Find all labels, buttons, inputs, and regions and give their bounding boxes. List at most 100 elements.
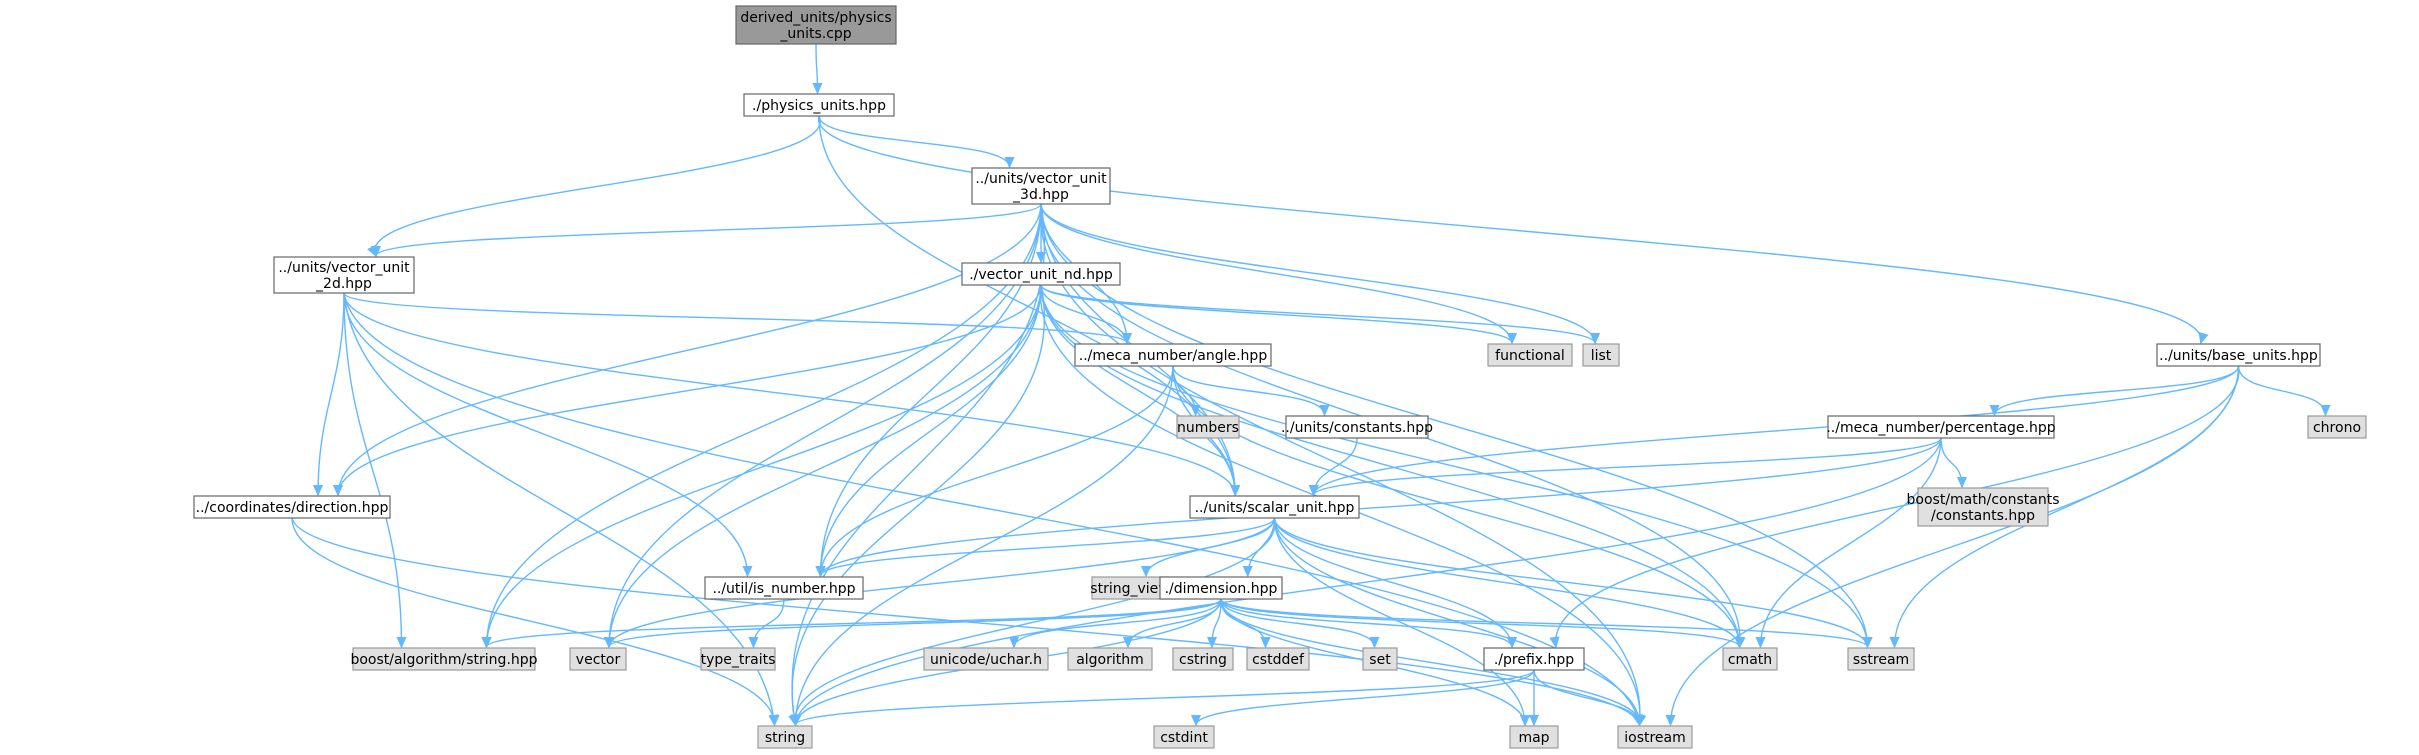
- node-label: ../util/is_number.hpp: [712, 581, 855, 597]
- node-type-traits: type_traits: [700, 647, 776, 671]
- node-is-number[interactable]: ../util/is_number.hpp: [704, 576, 864, 600]
- node-box: [2307, 415, 2367, 439]
- node-cstring: cstring: [1172, 647, 1234, 671]
- edge-vu2d-to-is-number: [343, 292, 748, 576]
- node-functional: functional: [1487, 343, 1573, 367]
- edge-vu2d-to-direction: [318, 292, 345, 495]
- node-label: map: [1518, 730, 1549, 746]
- edge-vu3d-to-direction: [338, 203, 1042, 495]
- edge-angle-to-string: [796, 365, 1174, 725]
- edge-prefix-to-iostream: [1533, 669, 1640, 725]
- node-vu3d[interactable]: ../units/vector_unit_3d.hpp: [971, 167, 1111, 205]
- edge-percentage-to-boostconst: [1940, 437, 1962, 487]
- node-box: [1487, 343, 1573, 367]
- node-label: ../units/base_units.hpp: [2159, 348, 2318, 364]
- node-box: [700, 647, 776, 671]
- node-iostream: iostream: [1617, 725, 1693, 749]
- edge-angle-to-is-number: [821, 365, 1174, 576]
- node-box: [1582, 343, 1620, 367]
- edge-vu2d-to-angle: [343, 292, 1127, 343]
- edge-vund-to-scalar: [1040, 284, 1235, 495]
- node-percentage[interactable]: ../meca_number/percentage.hpp: [1826, 415, 2056, 439]
- node-label: type_traits: [701, 652, 776, 668]
- node-cstdint: cstdint: [1153, 725, 1215, 749]
- edge-dimension-to-sstream: [1220, 598, 1868, 647]
- edge-layer: [291, 43, 2326, 725]
- node-boostalgo: boost/algorithm/string.hpp: [350, 647, 538, 671]
- edge-prefix-to-string: [796, 669, 1535, 725]
- edge-vund-to-boostalgo: [487, 284, 1042, 647]
- node-label: cmath: [1728, 652, 1772, 668]
- node-box: [1483, 647, 1585, 671]
- node-base-units[interactable]: ../units/base_units.hpp: [2156, 343, 2321, 367]
- node-box: [1176, 415, 1240, 439]
- edge-dimension-to-iostream: [1220, 598, 1640, 725]
- edge-dimension-to-vector: [609, 598, 1222, 647]
- node-box: [1362, 647, 1398, 671]
- node-label: derived_units/physics: [740, 10, 891, 26]
- node-label: ../units/constants.hpp: [1281, 420, 1433, 436]
- node-label: chrono: [2313, 420, 2361, 436]
- node-angle[interactable]: ../meca_number/angle.hpp: [1074, 343, 1272, 367]
- node-label: functional: [1495, 348, 1565, 364]
- node-box: [1509, 725, 1559, 749]
- edge-dimension-to-set: [1220, 598, 1375, 647]
- node-label: ./physics_units.hpp: [752, 98, 886, 114]
- node-box: [1917, 487, 2049, 527]
- edge-scalar-to-cmath: [1273, 517, 1740, 647]
- node-label: _2d.hpp: [315, 276, 372, 292]
- node-physics-units[interactable]: ./physics_units.hpp: [743, 93, 895, 117]
- edge-base-units-to-chrono: [2237, 365, 2326, 415]
- node-direction[interactable]: ../coordinates/direction.hpp: [193, 495, 391, 519]
- node-label: ./prefix.hpp: [1494, 652, 1574, 668]
- node-label: boost/algorithm/string.hpp: [350, 652, 537, 668]
- node-vund[interactable]: ./vector_unit_nd.hpp: [961, 262, 1121, 286]
- node-uchar: unicode/uchar.h: [923, 647, 1049, 671]
- node-box: [743, 93, 895, 117]
- edge-vu2d-to-scalar: [343, 292, 1235, 495]
- edge-scalar-to-vector: [609, 517, 1276, 647]
- node-vu2d[interactable]: ../units/vector_unit_2d.hpp: [273, 256, 415, 294]
- node-label: ../meca_number/angle.hpp: [1079, 348, 1268, 364]
- node-box: [1285, 415, 1429, 439]
- node-root[interactable]: derived_units/physics_units.cpp: [735, 5, 897, 45]
- edge-scalar-to-sstream: [1273, 517, 1868, 647]
- node-label: /constants.hpp: [1931, 508, 2035, 524]
- node-box: [273, 256, 415, 294]
- node-box: [1617, 725, 1693, 749]
- node-label: ../coordinates/direction.hpp: [196, 500, 389, 516]
- node-label: cstdint: [1160, 730, 1208, 746]
- edge-percentage-to-string: [796, 437, 1942, 725]
- node-scalar[interactable]: ../units/scalar_unit.hpp: [1189, 495, 1360, 519]
- node-label: ../units/vector_unit: [975, 171, 1107, 187]
- node-string: string: [757, 725, 813, 749]
- node-numbers: numbers: [1176, 415, 1240, 439]
- node-box: [1827, 415, 2055, 439]
- node-label: cstring: [1179, 652, 1227, 668]
- node-label: sstream: [1853, 652, 1909, 668]
- node-label: string: [765, 730, 805, 746]
- edge-vund-to-direction: [338, 284, 1042, 495]
- node-constants[interactable]: ../units/constants.hpp: [1281, 415, 1433, 439]
- node-prefix[interactable]: ./prefix.hpp: [1483, 647, 1585, 671]
- node-box: [757, 725, 813, 749]
- node-label: set: [1369, 652, 1391, 668]
- edge-percentage-to-cmath: [1761, 437, 1942, 647]
- edge-vund-to-list: [1040, 284, 1595, 343]
- edge-dimension-to-boostalgo: [487, 598, 1222, 647]
- edge-dimension-to-prefix: [1220, 598, 1512, 647]
- node-algorithm: algorithm: [1067, 647, 1153, 671]
- node-dimension[interactable]: ./dimension.hpp: [1159, 576, 1283, 600]
- node-box: [704, 576, 864, 600]
- node-chrono: chrono: [2307, 415, 2367, 439]
- edge-vund-to-angle: [1040, 284, 1127, 343]
- node-box: [352, 647, 536, 671]
- node-box: [923, 647, 1049, 671]
- node-box: [1159, 576, 1283, 600]
- node-box: [735, 5, 897, 45]
- node-cstddef: cstddef: [1246, 647, 1310, 671]
- node-label: algorithm: [1076, 652, 1144, 668]
- node-label: boost/math/constants: [1907, 492, 2060, 508]
- edge-physics-units-to-vu3d: [818, 115, 1010, 167]
- edge-base-units-to-iostream: [1671, 365, 2240, 725]
